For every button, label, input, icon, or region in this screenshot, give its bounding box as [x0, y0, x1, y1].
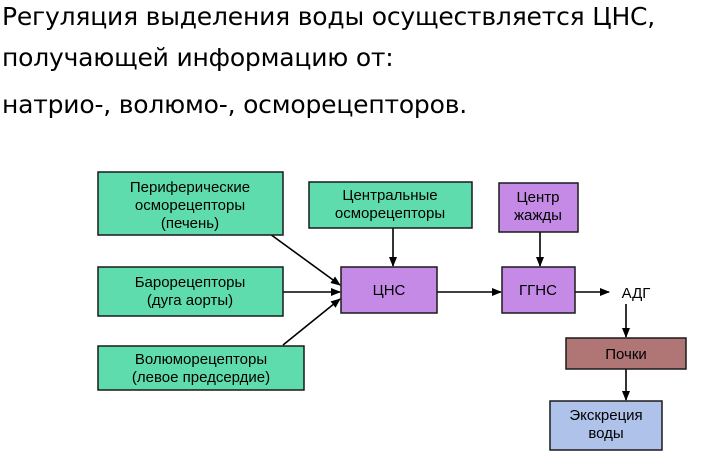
node-central-line-1: Центральные: [342, 187, 437, 204]
node-ggns-label: ГГНС: [519, 282, 557, 299]
node-excretion-line-2: воды: [588, 425, 623, 442]
node-volumoreceptors: Волюморецепторы (левое предсердие): [97, 345, 305, 391]
node-volumo-line-2: (левое предсердие): [132, 369, 270, 386]
node-thirst-line-2: жажды: [514, 207, 562, 224]
title-line-3: натрио-, волюмо-, осморецепторов.: [2, 90, 467, 119]
node-thirst-line-1: Центр: [517, 189, 560, 206]
node-central-line-2: осморецепторы: [335, 205, 445, 222]
node-peripheral-line-1: Периферические: [130, 179, 250, 196]
node-thirst-center: Центр жажды: [498, 182, 579, 233]
adh-label: АДГ: [622, 285, 651, 302]
node-peripheral-line-3: (печень): [161, 215, 219, 232]
node-baroreceptors: Барорецепторы (дуга аорты): [97, 266, 284, 317]
node-peripheral-line-2: осморецепторы: [135, 197, 245, 214]
node-kidneys: Почки: [565, 337, 687, 370]
arrow-peripheral-to-cns: [269, 233, 341, 286]
node-excretion-line-1: Экскреция: [569, 407, 642, 424]
node-water-excretion: Экскреция воды: [549, 400, 663, 451]
title-line-2: получающей информацию от:: [2, 43, 394, 72]
node-cns-label: ЦНС: [373, 282, 406, 299]
arrow-volumo-to-cns: [282, 298, 341, 346]
node-ggns: ГГНС: [501, 266, 576, 314]
node-volumo-line-1: Волюморецепторы: [135, 351, 267, 368]
node-baro-line-1: Барорецепторы: [135, 274, 246, 291]
node-kidneys-label: Почки: [605, 346, 647, 363]
node-cns: ЦНС: [340, 266, 438, 314]
node-central-osmoreceptors: Центральные осморецепторы: [308, 181, 473, 229]
node-baro-line-2: (дуга аорты): [147, 292, 233, 309]
node-peripheral-osmoreceptors: Периферические осморецепторы (печень): [97, 171, 284, 236]
title-line-1: Регуляция выделения воды осуществляется …: [2, 2, 656, 31]
